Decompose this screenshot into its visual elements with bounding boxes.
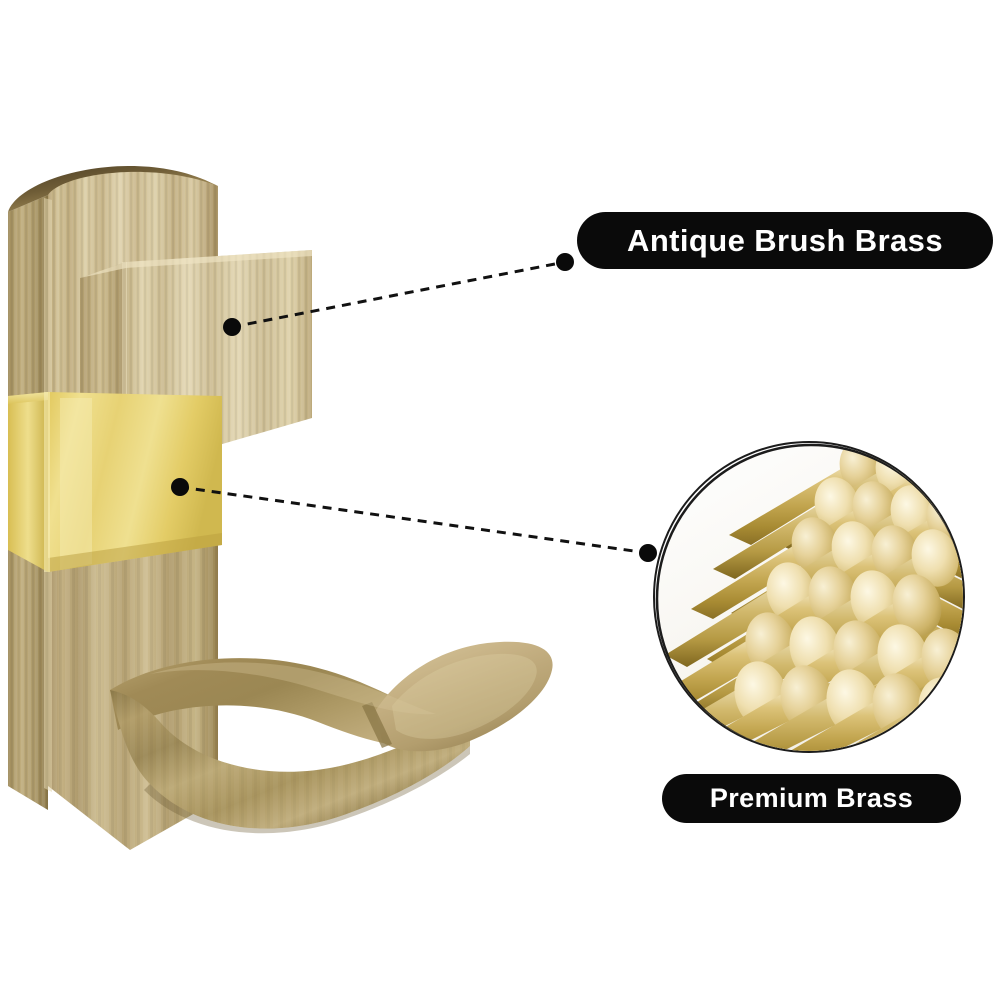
callout-badge-premium-brass: Premium Brass — [662, 774, 961, 823]
hook-arm — [110, 641, 553, 834]
product-brass-hook — [8, 165, 553, 850]
hook-polished-gold-band — [8, 392, 222, 572]
callout-badge-antique-label: Antique Brush Brass — [627, 222, 943, 258]
connector-dot-premium-badge — [639, 544, 657, 562]
brass-rod-inset — [653, 441, 965, 753]
callout-badge-premium-label: Premium Brass — [709, 783, 914, 813]
callout-badge-antique-brush-brass: Antique Brush Brass — [577, 212, 993, 269]
